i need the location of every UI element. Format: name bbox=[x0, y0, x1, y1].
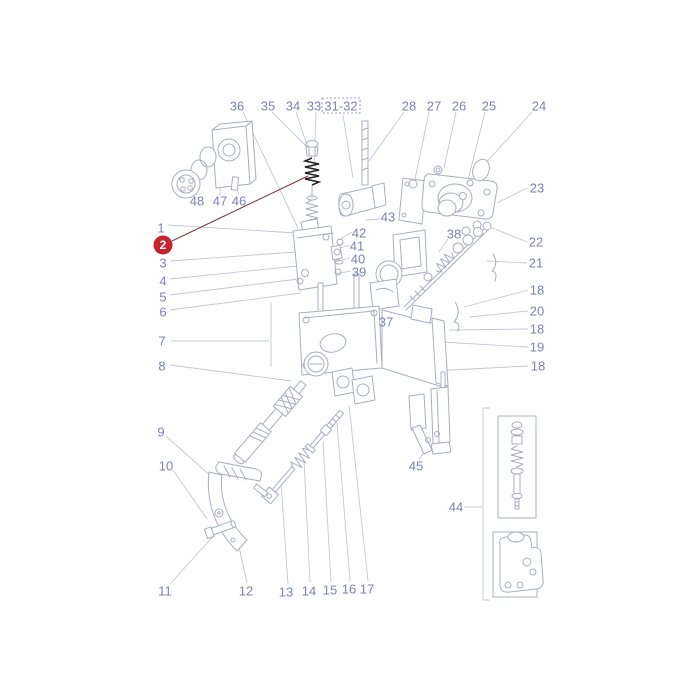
part-callout-3[interactable]: 3 bbox=[159, 256, 166, 271]
part-callout-10[interactable]: 10 bbox=[159, 459, 173, 474]
leader-line bbox=[413, 111, 430, 185]
leader-line bbox=[336, 422, 351, 582]
part-callout-15[interactable]: 15 bbox=[323, 583, 337, 598]
part-callout-35[interactable]: 35 bbox=[261, 99, 275, 114]
part-callout-17[interactable]: 17 bbox=[360, 582, 374, 597]
part-callout-38[interactable]: 38 bbox=[447, 227, 461, 242]
part-callout-33[interactable]: 33 bbox=[307, 99, 321, 114]
leader-line bbox=[342, 114, 354, 179]
valve-subassembly-45-drawing bbox=[408, 371, 452, 455]
part-callout-18[interactable]: 18 bbox=[531, 359, 545, 374]
part-callout-6[interactable]: 6 bbox=[159, 305, 166, 320]
highlighted-leader-line bbox=[171, 175, 309, 242]
leader-line bbox=[482, 111, 533, 167]
leader-line bbox=[313, 111, 317, 168]
part-callout-12[interactable]: 12 bbox=[239, 584, 253, 599]
part-callout-28[interactable]: 28 bbox=[402, 99, 416, 114]
leader-line bbox=[368, 111, 405, 162]
leader-line bbox=[167, 224, 297, 234]
part-callout-37[interactable]: 37 bbox=[379, 315, 393, 330]
leader-line bbox=[169, 251, 297, 262]
part-callout-18[interactable]: 18 bbox=[530, 283, 544, 298]
highlighted-spring-part-2 bbox=[302, 157, 322, 186]
leader-line bbox=[169, 531, 218, 585]
part-callout-44[interactable]: 44 bbox=[449, 500, 463, 515]
part-callout-36[interactable]: 36 bbox=[230, 99, 244, 114]
part-callout-19[interactable]: 19 bbox=[530, 340, 544, 355]
cover-plate-drawing bbox=[398, 158, 498, 236]
part-callout-46[interactable]: 46 bbox=[232, 194, 246, 209]
inset-boxes-44-drawing bbox=[492, 415, 544, 598]
part-callout-43[interactable]: 43 bbox=[381, 210, 395, 225]
part-callout-48[interactable]: 48 bbox=[190, 194, 204, 209]
leader-line bbox=[348, 404, 369, 582]
leader-line bbox=[169, 364, 292, 382]
leader-line bbox=[489, 226, 528, 243]
part-callout-25[interactable]: 25 bbox=[482, 99, 496, 114]
leader-line bbox=[169, 292, 302, 311]
part-callout-13[interactable]: 13 bbox=[279, 585, 293, 600]
part-callout-18[interactable]: 18 bbox=[530, 322, 544, 337]
part-callout-11[interactable]: 11 bbox=[158, 584, 172, 599]
part-callout-8[interactable]: 8 bbox=[158, 359, 165, 374]
cartridge-stack-drawing bbox=[302, 140, 322, 228]
part-callout-39[interactable]: 39 bbox=[352, 265, 366, 280]
part-callout-23[interactable]: 23 bbox=[530, 181, 544, 196]
solenoid-cylinder-drawing bbox=[338, 182, 387, 217]
part-callout-45[interactable]: 45 bbox=[409, 459, 423, 474]
leader-line bbox=[271, 111, 308, 148]
leader-line bbox=[438, 238, 449, 253]
part-callout-42[interactable]: 42 bbox=[352, 226, 366, 241]
link-rod-with-spring-drawing bbox=[253, 409, 344, 505]
leader-line bbox=[338, 231, 353, 241]
leader-line bbox=[469, 310, 529, 318]
spool-shaft-drawing bbox=[233, 380, 307, 465]
leader-line bbox=[448, 328, 529, 331]
part-callout-linked-31-32[interactable]: 31-32 bbox=[324, 99, 357, 114]
part-callout-34[interactable]: 34 bbox=[286, 99, 300, 114]
part-callout-21[interactable]: 21 bbox=[529, 256, 543, 271]
leader-line bbox=[333, 270, 352, 275]
leader-line bbox=[169, 278, 299, 296]
part-callout-16[interactable]: 16 bbox=[342, 582, 356, 597]
leader-line bbox=[463, 289, 529, 308]
leader-line bbox=[486, 260, 528, 264]
leader-line bbox=[169, 265, 298, 280]
part-callout-40[interactable]: 40 bbox=[351, 252, 365, 267]
main-valve-body-drawing bbox=[298, 304, 449, 405]
control-lever-drawing bbox=[203, 461, 262, 552]
leader-line bbox=[443, 111, 457, 169]
relief-valve-block-drawing bbox=[292, 218, 343, 291]
part-callout-9[interactable]: 9 bbox=[157, 425, 164, 440]
highlighted-callout-badge[interactable] bbox=[153, 235, 173, 255]
part-callout-27[interactable]: 27 bbox=[427, 99, 441, 114]
part-callout-20[interactable]: 20 bbox=[530, 304, 544, 319]
part-callout-5[interactable]: 5 bbox=[159, 290, 166, 305]
part-callout-26[interactable]: 26 bbox=[452, 99, 466, 114]
leader-line bbox=[496, 187, 528, 204]
highlighted-callout-number[interactable]: 2 bbox=[160, 238, 167, 252]
leader-line bbox=[172, 469, 208, 520]
valve-assembly-top-left-drawing bbox=[171, 120, 257, 199]
leader-line bbox=[280, 482, 289, 585]
leader-line bbox=[322, 440, 332, 583]
linked-callout-box bbox=[321, 97, 361, 114]
control-rod-with-springs-drawing bbox=[403, 221, 497, 332]
part-callout-47[interactable]: 47 bbox=[213, 194, 227, 209]
part-callout-41[interactable]: 41 bbox=[350, 239, 364, 254]
part-callout-14[interactable]: 14 bbox=[302, 584, 316, 599]
leader-line bbox=[365, 218, 381, 221]
leader-line bbox=[166, 436, 214, 479]
leader-line bbox=[303, 460, 311, 584]
part-callout-4[interactable]: 4 bbox=[159, 274, 166, 289]
part-callout-22[interactable]: 22 bbox=[529, 235, 543, 250]
part-callout-7[interactable]: 7 bbox=[158, 334, 165, 349]
part-callout-1[interactable]: 1 bbox=[157, 221, 164, 236]
part-callout-24[interactable]: 24 bbox=[532, 99, 546, 114]
center-frame-drawing bbox=[333, 229, 428, 311]
leader-line bbox=[440, 341, 529, 348]
